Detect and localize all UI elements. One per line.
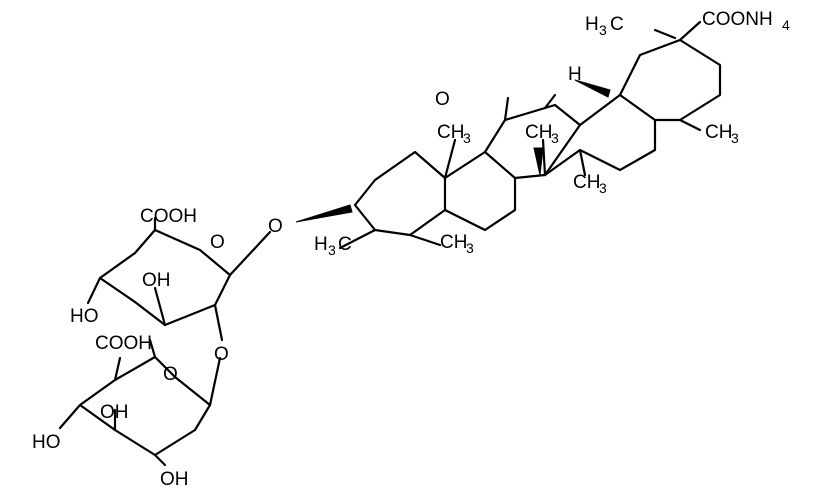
atom-labels: COOH COOH HO OH OH HO OH O O O O O H H 3…: [32, 9, 790, 490]
stereo-wedges: [295, 79, 611, 223]
svg-text:CH: CH: [437, 122, 464, 143]
glycosidic-oxygen-inter-sugar: O: [214, 344, 229, 365]
svg-text:H: H: [314, 234, 328, 255]
svg-text:3: 3: [328, 242, 336, 258]
hydroxyl-lower-sugar-c4: HO: [32, 432, 61, 453]
hydroxyl-upper-sugar-c4: OH: [142, 270, 171, 291]
svg-text:C: C: [610, 14, 624, 35]
methyl-ring-a-left: H 3 C: [314, 234, 352, 258]
methyl-ring-a-right: CH 3: [440, 232, 474, 256]
methyl-c20: H 3 C: [585, 14, 624, 38]
svg-text:3: 3: [599, 180, 607, 196]
carboxyl-upper: COOH: [140, 206, 197, 227]
svg-text:3: 3: [466, 240, 474, 256]
svg-text:3: 3: [463, 130, 471, 146]
ring-oxygen-upper: O: [210, 232, 225, 253]
svg-text:3: 3: [731, 130, 739, 146]
svg-text:3: 3: [599, 22, 607, 38]
svg-text:H: H: [585, 14, 599, 35]
svg-text:CH: CH: [573, 172, 600, 193]
hydroxyl-lower-sugar-c3: OH: [160, 469, 189, 490]
svg-text:COONH: COONH: [702, 9, 773, 30]
hydrogen-atom: H: [568, 64, 582, 85]
carboxyl-lower: COOH: [95, 333, 152, 354]
hydroxyl-upper-sugar-c3: HO: [70, 306, 99, 327]
svg-text:CH: CH: [525, 122, 552, 143]
methyl-c14: CH 3: [573, 172, 607, 196]
methyl-c8: CH 3: [525, 122, 559, 146]
svg-text:C: C: [338, 234, 352, 255]
svg-text:CH: CH: [440, 232, 467, 253]
ketone-oxygen: O: [435, 89, 450, 110]
svg-text:3: 3: [551, 130, 559, 146]
ammonium-carboxylate: COONH 4: [702, 9, 790, 33]
svg-text:CH: CH: [705, 122, 732, 143]
ring-oxygen-lower: O: [163, 364, 178, 385]
methyl-c17: CH 3: [705, 122, 739, 146]
hydroxyl-lower-sugar-c2: OH: [100, 402, 129, 423]
glycosidic-oxygen-aglycone: O: [268, 216, 283, 237]
svg-text:4: 4: [782, 17, 790, 33]
methyl-c10: CH 3: [437, 122, 471, 146]
bond-lines: [58, 20, 722, 467]
